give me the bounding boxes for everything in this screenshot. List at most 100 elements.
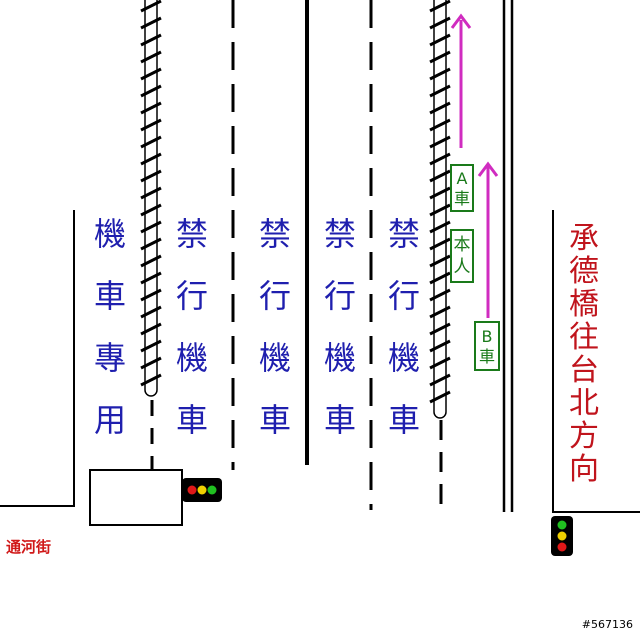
road-edges [0, 210, 640, 513]
lane-label-no-scooter-1-char: 車 [176, 401, 208, 439]
hatch-mark [429, 271, 451, 285]
hatch-mark [140, 118, 162, 132]
yellow-lamp [557, 531, 567, 541]
direction-label-text-char: 德 [569, 254, 599, 289]
direction-label-text-char: 台 [569, 353, 599, 388]
hatch-mark [429, 390, 451, 404]
hatch-mark [140, 33, 162, 47]
arrows [450, 13, 499, 318]
lane-label-no-scooter-4-char: 機 [388, 339, 420, 377]
lane-label-scooter-only-char: 機 [94, 215, 126, 253]
street-label: 通河街 [6, 538, 51, 556]
self-box [450, 229, 474, 283]
lane-label-no-scooter-3-char: 機 [324, 339, 356, 377]
lane-label-scooter-only-char: 用 [94, 401, 126, 439]
hatch-mark [140, 186, 162, 200]
hatch-mark [140, 67, 162, 81]
hatch-mark [429, 305, 451, 319]
hatch-mark [429, 50, 451, 64]
lane-label-no-scooter-1-char: 禁 [176, 215, 208, 253]
hatch-mark [140, 339, 162, 353]
roadside-box [89, 469, 183, 526]
lane-label-no-scooter-2-char: 機 [259, 339, 291, 377]
hatch-mark [140, 322, 162, 336]
hatch-mark [140, 305, 162, 319]
hatch-mark [429, 135, 451, 149]
right-curb [552, 210, 640, 513]
lane-label-no-scooter-3-char: 車 [324, 401, 356, 439]
car-b-box [474, 321, 500, 371]
self-label-text-char: 本 [454, 235, 471, 255]
direction-label-text-char: 承 [569, 221, 599, 256]
hatch-mark [140, 16, 162, 30]
hatch-mark [429, 237, 451, 251]
green-lamp [557, 520, 567, 530]
hatch-mark [140, 101, 162, 115]
hatch-mark [429, 254, 451, 268]
traffic-light-left [182, 478, 222, 502]
hatch-mark [140, 271, 162, 285]
hatch-mark [429, 322, 451, 336]
car-a-label: A車 [454, 169, 470, 208]
green-lamp [207, 485, 217, 495]
lane-label-no-scooter-4-char: 禁 [388, 215, 420, 253]
red-lamp [557, 542, 567, 552]
hatch-mark [140, 288, 162, 302]
hatch-mark [429, 220, 451, 234]
direction-label-text-char: 往 [569, 320, 599, 355]
hatch-mark [140, 356, 162, 370]
car-a-box [450, 164, 474, 212]
car-b-label-text: B車 [479, 327, 495, 366]
lane-label-no-scooter-2-char: 行 [259, 277, 291, 315]
red-lamp [187, 485, 197, 495]
hatch-mark [429, 84, 451, 98]
island-end [433, 411, 447, 419]
hatch-mark [429, 288, 451, 302]
lane-label-no-scooter-3-char: 禁 [324, 215, 356, 253]
lane-label-no-scooter-3-char: 行 [324, 277, 356, 315]
lane-dividers [150, 0, 514, 512]
hatch-mark [140, 169, 162, 183]
left-curb [0, 210, 75, 507]
self-label-text: 本人 [454, 235, 471, 277]
hatch-mark [140, 237, 162, 251]
hatch-mark [140, 152, 162, 166]
hatch-mark [429, 186, 451, 200]
hatch-mark [429, 101, 451, 115]
self-label: 本人 [454, 235, 471, 277]
watermark: #567136 [582, 618, 633, 631]
car-a-label-text-char: 車 [454, 189, 470, 208]
hatch-mark [429, 118, 451, 132]
lane-label-no-scooter-1-char: 行 [176, 277, 208, 315]
hatch-mark [429, 0, 451, 13]
hatch-mark [140, 203, 162, 217]
arrow-b-head [477, 161, 499, 177]
lane-label-no-scooter-1-char: 機 [176, 339, 208, 377]
hatch-mark [140, 135, 162, 149]
direction-label-text-char: 方 [569, 419, 599, 454]
lane-label-no-scooter-4-char: 車 [388, 401, 420, 439]
car-boxes: A車 本人 B車 [450, 164, 500, 371]
hatched-island-left [140, 0, 162, 397]
hatch-mark [429, 16, 451, 30]
hatch-mark [140, 373, 162, 387]
hatch-mark [429, 33, 451, 47]
hatch-mark [429, 339, 451, 353]
self-label-text-char: 人 [454, 257, 471, 277]
lane-label-no-scooter-2-char: 禁 [259, 215, 291, 253]
hatch-mark [429, 373, 451, 387]
car-b-label-text-char: 車 [479, 347, 495, 366]
lane-label-scooter-only-char: 車 [94, 277, 126, 315]
lane-label-scooter-only-char: 專 [94, 339, 126, 377]
lane-label-no-scooter-4-char: 行 [388, 277, 420, 315]
car-a-label-text: A車 [454, 169, 470, 208]
